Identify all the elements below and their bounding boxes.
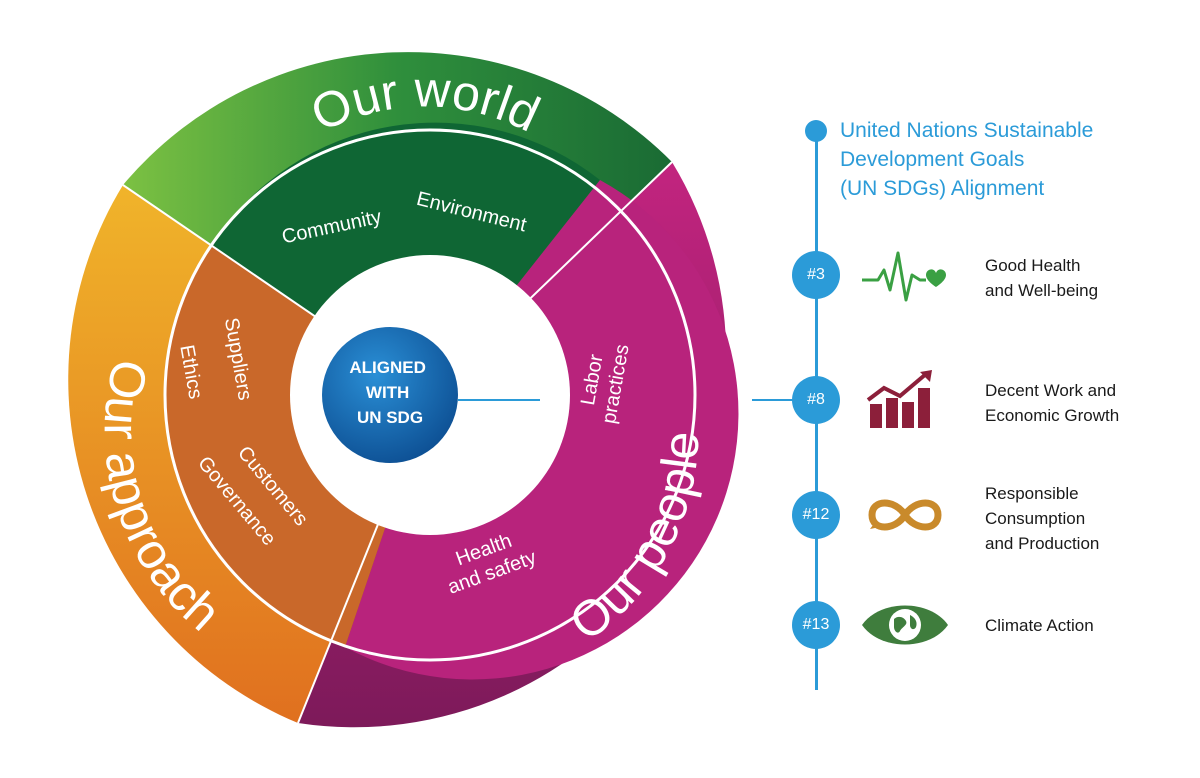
goal-12: #12 Responsible Consumption and Producti…	[780, 484, 1200, 553]
goal-badge: #12	[792, 491, 840, 539]
center-badge	[322, 327, 458, 463]
center-label: ALIGNED WITH UN SDG	[349, 358, 430, 427]
growth-chart-icon	[866, 370, 932, 428]
goal-label: Climate Action	[985, 616, 1094, 635]
heartbeat-icon	[862, 251, 946, 302]
goal-badge: #13	[792, 601, 840, 649]
sdg-alignment-panel: United Nations Sustainable Development G…	[780, 100, 1200, 700]
sustainability-wheel: ALIGNED WITH UN SDG Our world Our people…	[68, 52, 739, 728]
eye-globe-icon	[862, 605, 948, 645]
timeline-dot	[805, 120, 827, 142]
goal-label: Good Health and Well-being	[985, 256, 1099, 300]
goal-badge: #8	[792, 376, 840, 424]
goal-3: #3 Good Health and Well-being	[780, 245, 1200, 305]
goal-8: #8 Decent Work and Economic Growth	[780, 370, 1200, 430]
goal-badge: #3	[792, 251, 840, 299]
goal-label: Responsible Consumption and Production	[985, 484, 1100, 553]
goal-label: Decent Work and Economic Growth	[985, 381, 1120, 425]
goal-13: #13 Climate Action	[780, 595, 1200, 655]
infinity-icon	[868, 499, 942, 531]
sdg-title: United Nations Sustainable Development G…	[840, 119, 1094, 200]
item-labor-practices: Laborpractices	[574, 339, 633, 426]
sector-our-approach-inner	[164, 245, 430, 647]
